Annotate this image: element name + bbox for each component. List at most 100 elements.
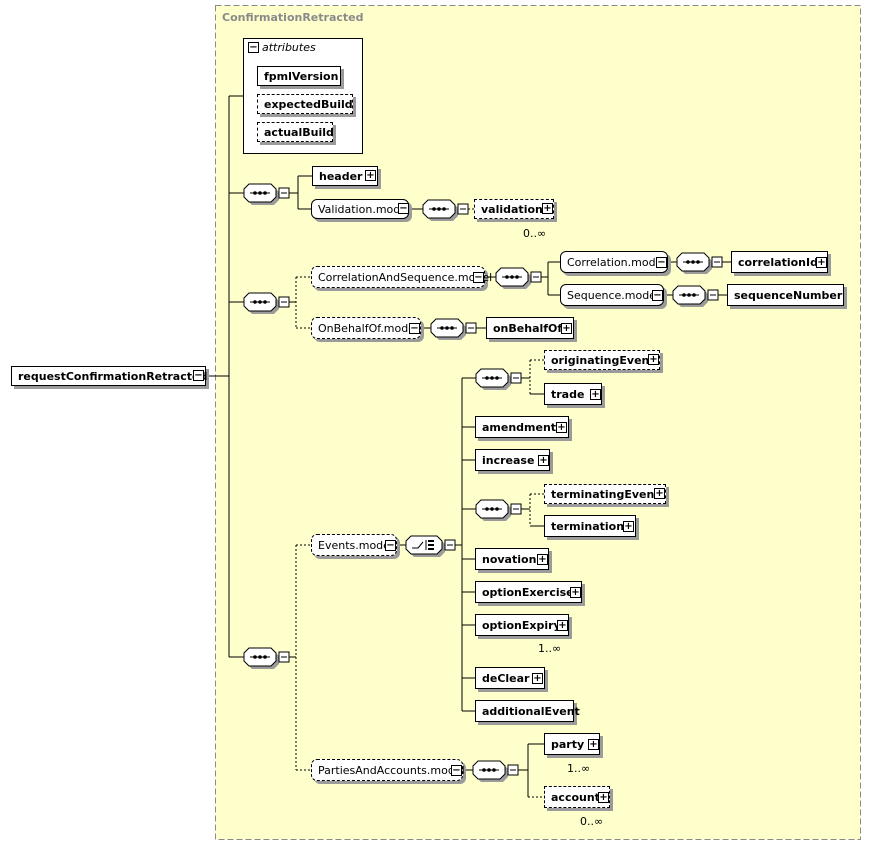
- sequence-compositor-3-dot: [258, 655, 262, 659]
- attribute-fpmlversion[interactable]: fpmlVersion: [257, 66, 341, 86]
- sequence-compositor-2-dot: [258, 300, 262, 304]
- root-element[interactable]: requestConfirmationRetracted: [11, 366, 207, 386]
- sequence-inner-sequence-dot: [692, 293, 696, 297]
- sequence-model-collapse-icon[interactable]: −: [652, 290, 663, 301]
- validation-expand-icon[interactable]: +: [542, 203, 553, 214]
- events-choice-tick: [428, 544, 434, 546]
- option-expiry-element[interactable]: optionExpiry: [475, 614, 569, 636]
- correlation-sequence-dot: [515, 275, 519, 279]
- sequence-compositor-2-dot: [263, 300, 267, 304]
- party-element[interactable]: party: [544, 733, 600, 755]
- events-model-group[interactable]: Events.model: [311, 534, 397, 556]
- sequence-inner-sequence-dot: [687, 293, 691, 297]
- increase-element[interactable]: increase: [475, 449, 550, 471]
- attribute-actualbuild[interactable]: actualBuild: [257, 122, 334, 142]
- amendment-expand-icon[interactable]: +: [556, 422, 567, 433]
- on-behalf-sequence-dot: [440, 326, 444, 330]
- sequence-compositor-1-dot: [258, 191, 262, 195]
- option-expiry-multiplicity: 1..∞: [538, 642, 562, 655]
- sequence-compositor-2-dot: [253, 300, 257, 304]
- on-behalf-of-element[interactable]: onBehalfOf: [486, 317, 574, 339]
- parties-sequence-dot: [487, 768, 491, 772]
- trade-expand-icon[interactable]: +: [590, 389, 601, 400]
- originating-sequence-dot: [490, 376, 494, 380]
- attributes-collapse-icon[interactable]: −: [248, 42, 259, 53]
- novation-expand-icon[interactable]: +: [537, 554, 548, 565]
- terminating-sequence-dot: [490, 507, 494, 511]
- terminating-sequence-dot: [485, 507, 489, 511]
- sequence-model-group[interactable]: Sequence.model: [560, 284, 664, 306]
- correlation-inner-sequence-dot: [696, 260, 700, 264]
- correlation-sequence-dot: [510, 275, 514, 279]
- sequence-compositor-3-dot: [263, 655, 267, 659]
- validation-sequence-dot: [437, 207, 441, 211]
- events-choice-tick: [428, 548, 434, 550]
- parties-and-accounts-collapse-icon[interactable]: −: [451, 765, 462, 776]
- terminating-event-element[interactable]: terminatingEvent: [544, 484, 666, 504]
- terminating-event-expand-icon[interactable]: +: [654, 488, 665, 499]
- validation-sequence-dot: [442, 207, 446, 211]
- sequence-compositor-1-dot: [263, 191, 267, 195]
- sequence-compositor-3-dot: [253, 655, 257, 659]
- parties-sequence-dot: [482, 768, 486, 772]
- account-expand-icon[interactable]: +: [598, 792, 609, 803]
- correlation-and-sequence-collapse-icon[interactable]: −: [473, 272, 484, 283]
- attribute-expectedbuild[interactable]: expectedBuild: [257, 94, 353, 114]
- de-clear-expand-icon[interactable]: +: [532, 673, 543, 684]
- originating-sequence-dot: [485, 376, 489, 380]
- correlation-id-expand-icon[interactable]: +: [816, 257, 827, 268]
- sequence-inner-sequence-dot: [682, 293, 686, 297]
- validation-model-group[interactable]: Validation.model: [311, 199, 410, 219]
- party-expand-icon[interactable]: +: [588, 739, 599, 750]
- correlation-id-element[interactable]: correlationId: [731, 251, 828, 273]
- on-behalf-of-model-collapse-icon[interactable]: −: [409, 323, 420, 334]
- terminating-sequence-dot: [495, 507, 499, 511]
- additional-event-element[interactable]: additionalEvent: [475, 700, 580, 722]
- events-choice: [405, 535, 443, 555]
- termination-expand-icon[interactable]: +: [623, 521, 634, 532]
- correlation-and-sequence-model-group[interactable]: CorrelationAndSequence.model: [311, 266, 492, 288]
- events-choice-tick: [428, 540, 434, 542]
- originating-sequence-dot: [495, 376, 499, 380]
- attributes-label: attributes: [262, 41, 316, 54]
- root-collapse-icon[interactable]: −: [193, 370, 204, 381]
- termination-element[interactable]: termination: [544, 515, 636, 537]
- correlation-inner-sequence-dot: [691, 260, 695, 264]
- party-multiplicity: 1..∞: [567, 762, 591, 775]
- de-clear-element[interactable]: deClear: [475, 667, 545, 689]
- option-exercise-expand-icon[interactable]: +: [570, 587, 581, 598]
- novation-element[interactable]: novation: [475, 548, 549, 570]
- validation-multiplicity: 0..∞: [523, 227, 547, 240]
- validation-model-collapse-icon[interactable]: −: [398, 203, 409, 214]
- on-behalf-of-model-group[interactable]: OnBehalfOf.model: [311, 317, 421, 339]
- account-multiplicity: 0..∞: [580, 815, 604, 828]
- on-behalf-of-expand-icon[interactable]: +: [561, 323, 572, 334]
- sequence-number-element[interactable]: sequenceNumber: [727, 284, 844, 306]
- correlation-sequence-dot: [505, 275, 509, 279]
- correlation-model-group[interactable]: Correlation.model: [560, 251, 668, 273]
- on-behalf-sequence-dot: [445, 326, 449, 330]
- correlation-inner-sequence-dot: [686, 260, 690, 264]
- group-title: ConfirmationRetracted: [222, 11, 364, 24]
- parties-and-accounts-model-group[interactable]: PartiesAndAccounts.model: [311, 759, 465, 781]
- amendment-element[interactable]: amendment: [475, 416, 569, 438]
- trade-element[interactable]: trade: [544, 383, 602, 405]
- header-element[interactable]: header: [312, 166, 378, 186]
- increase-expand-icon[interactable]: +: [538, 455, 549, 466]
- header-expand-icon[interactable]: +: [365, 170, 376, 181]
- validation-sequence-dot: [432, 207, 436, 211]
- option-exercise-element[interactable]: optionExercise: [475, 581, 582, 603]
- account-element[interactable]: account: [544, 786, 610, 808]
- originating-event-element[interactable]: originatingEvent: [544, 350, 660, 370]
- sequence-compositor-1-dot: [253, 191, 257, 195]
- events-model-collapse-icon[interactable]: −: [385, 540, 396, 551]
- validation-element[interactable]: validation: [474, 199, 554, 219]
- parties-sequence-dot: [492, 768, 496, 772]
- correlation-model-collapse-icon[interactable]: −: [656, 257, 667, 268]
- option-expiry-expand-icon[interactable]: +: [557, 620, 568, 631]
- originating-event-expand-icon[interactable]: +: [648, 354, 659, 365]
- events-choice-switch: [412, 541, 424, 549]
- on-behalf-sequence-dot: [450, 326, 454, 330]
